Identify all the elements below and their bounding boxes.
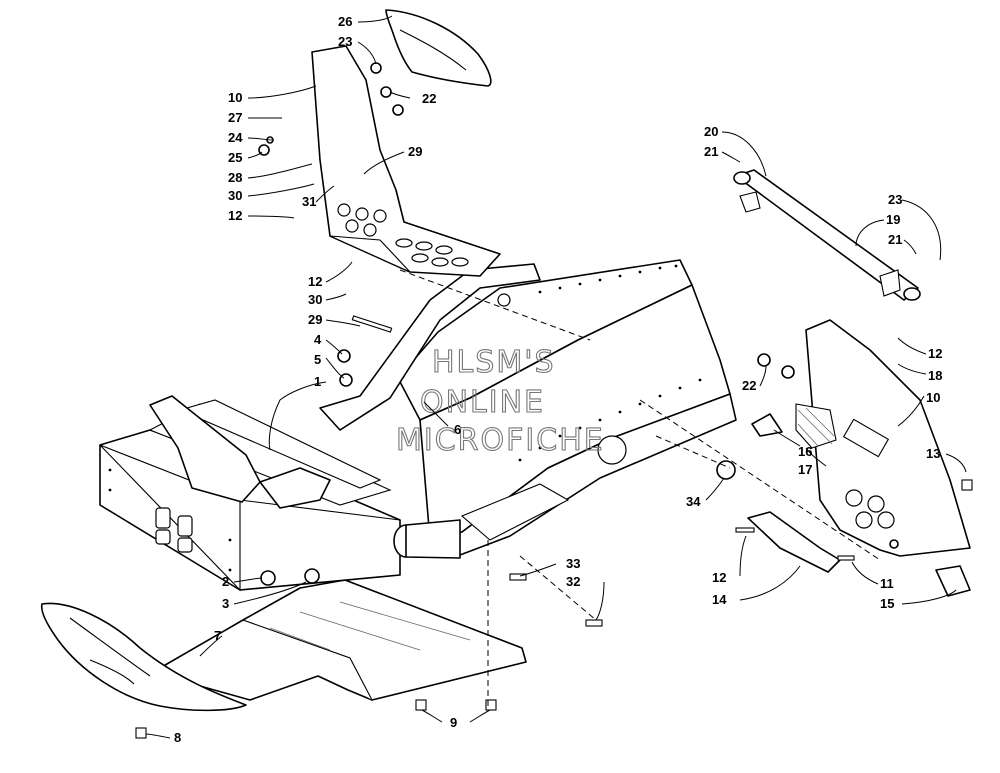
callout-12: 12 <box>928 346 942 361</box>
callout-26: 26 <box>338 14 352 29</box>
callout-10: 10 <box>228 90 242 105</box>
callout-7: 7 <box>214 628 221 643</box>
callout-18: 18 <box>928 368 942 383</box>
callout-21: 21 <box>704 144 718 159</box>
callout-29: 29 <box>308 312 322 327</box>
watermark-line-3: MICROFICHE <box>396 423 605 458</box>
callout-23: 23 <box>888 192 902 207</box>
callout-31: 31 <box>302 194 316 209</box>
callout-16: 16 <box>798 444 812 459</box>
bottom-pan <box>159 579 527 701</box>
callout-30: 30 <box>228 188 242 203</box>
mesh-plate <box>797 407 835 447</box>
callout-8: 8 <box>174 730 181 745</box>
callout-10: 10 <box>926 390 940 405</box>
callout-3: 3 <box>222 596 229 611</box>
watermark-line-1: HLSM'S <box>432 345 556 380</box>
callout-23: 23 <box>338 34 352 49</box>
callout-4: 4 <box>314 332 322 347</box>
upper-bracket-assembly <box>311 45 501 277</box>
callout-15: 15 <box>880 596 894 611</box>
rear-axle <box>733 169 921 301</box>
callout-12: 12 <box>712 570 726 585</box>
callout-17: 17 <box>798 462 812 477</box>
callout-27: 27 <box>228 110 242 125</box>
skid-plate <box>40 602 247 712</box>
callout-22: 22 <box>422 91 436 106</box>
right-side-plate <box>795 319 971 557</box>
callout-14: 14 <box>712 592 727 607</box>
main-chassis <box>99 259 737 592</box>
callout-numbers: 26 23 10 22 27 24 25 28 29 30 31 12 12 3… <box>174 14 942 745</box>
callout-12: 12 <box>308 274 322 289</box>
watermark: HLSM'S ONLINE MICROFICHE <box>395 344 605 458</box>
callout-34: 34 <box>686 494 701 509</box>
callout-33: 33 <box>566 556 580 571</box>
callout-32: 32 <box>566 574 580 589</box>
callout-20: 20 <box>704 124 718 139</box>
alignment-lines <box>399 269 881 710</box>
callout-19: 19 <box>886 212 900 227</box>
callout-24: 24 <box>228 130 243 145</box>
callout-5: 5 <box>314 352 321 367</box>
callout-6: 6 <box>454 422 461 437</box>
watermark-line-2: ONLINE <box>420 385 545 420</box>
callout-9: 9 <box>450 715 457 730</box>
callout-2: 2 <box>222 574 229 589</box>
callout-13: 13 <box>926 446 940 461</box>
callout-29: 29 <box>408 144 422 159</box>
callout-30: 30 <box>308 292 322 307</box>
callout-25: 25 <box>228 150 242 165</box>
tunnel-rivets <box>108 264 702 572</box>
upper-cover <box>385 9 492 87</box>
callout-1: 1 <box>314 374 321 389</box>
leader-lines <box>145 15 967 739</box>
callout-21: 21 <box>888 232 902 247</box>
callout-11: 11 <box>880 576 894 591</box>
callout-28: 28 <box>228 170 242 185</box>
callout-12: 12 <box>228 208 242 223</box>
callout-22: 22 <box>742 378 756 393</box>
